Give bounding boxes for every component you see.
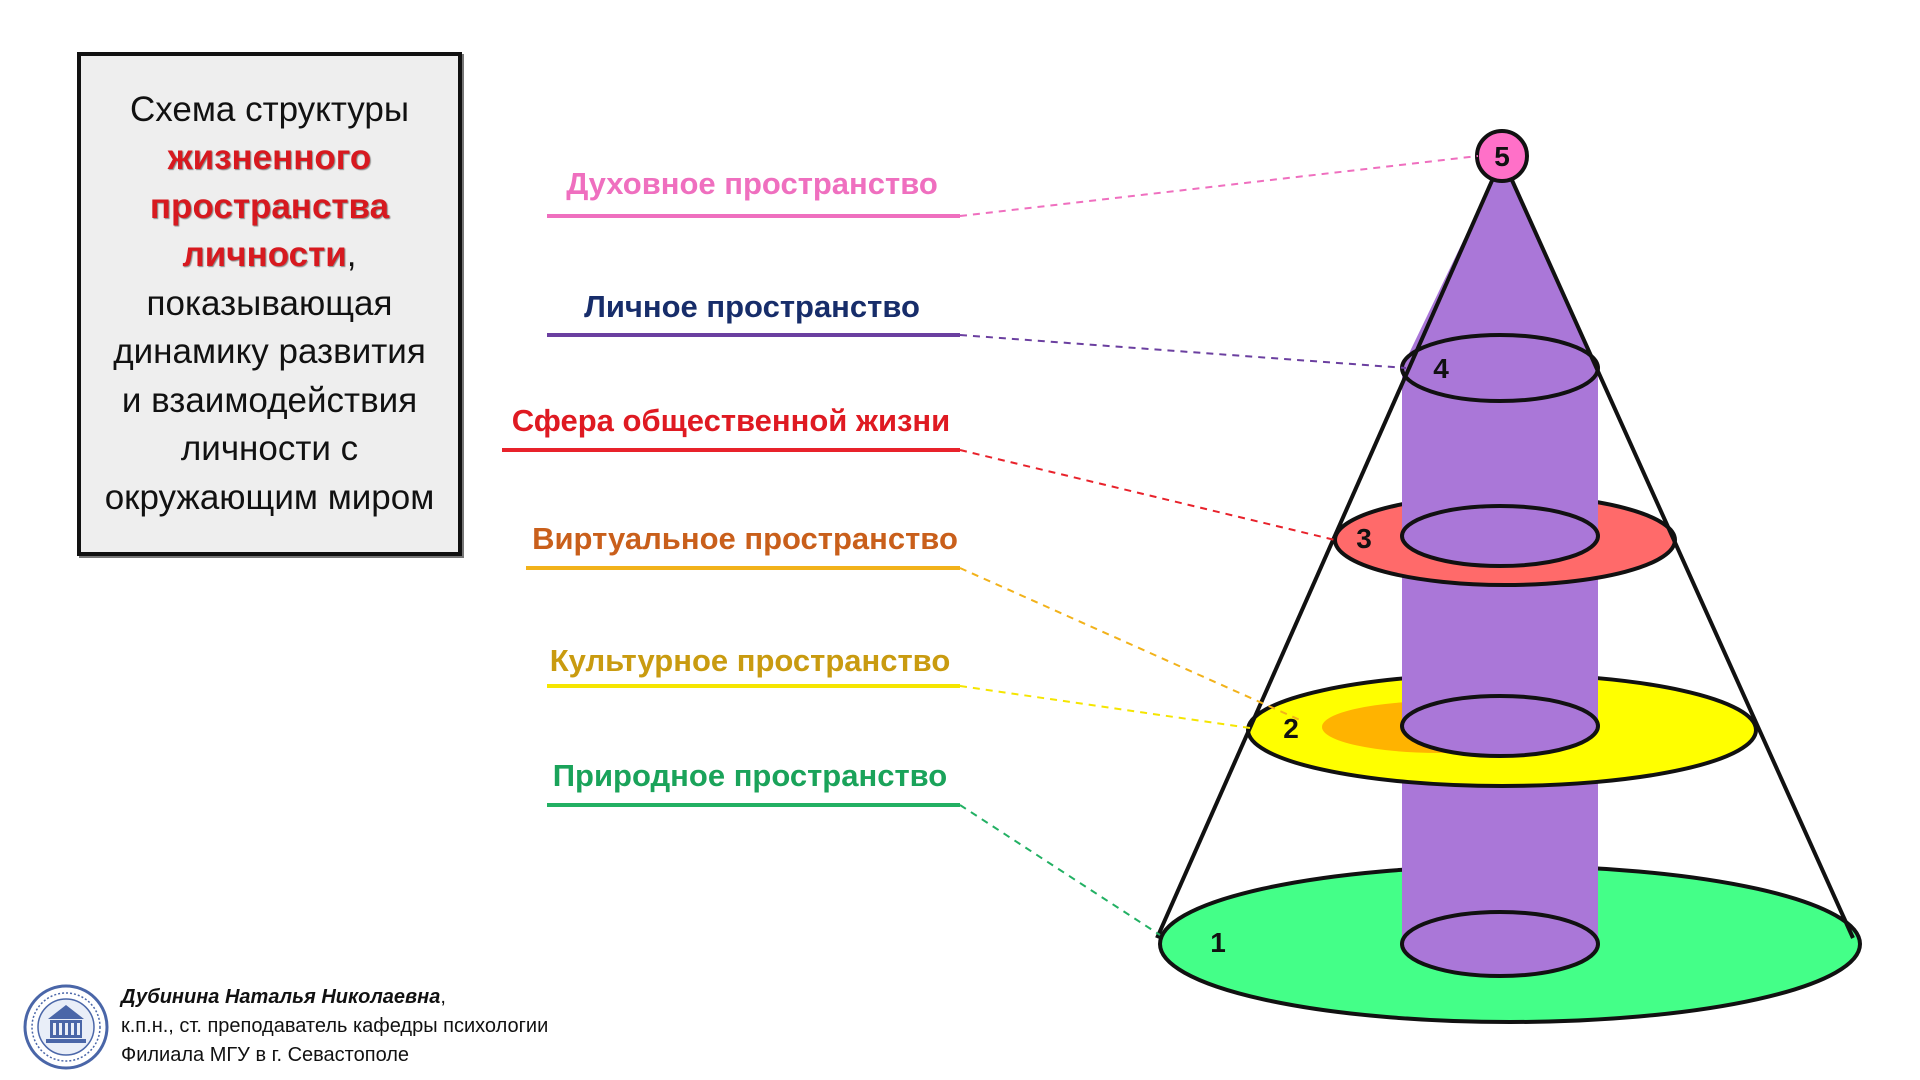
label-cultural: Культурное пространство (550, 643, 951, 678)
title-highlight: жизненного пространства личности (149, 138, 390, 275)
cone-tip (1402, 160, 1598, 368)
number-1: 1 (1210, 927, 1226, 958)
connector-2 (959, 685, 1251, 729)
title-text: Схема структуры жизненного пространства … (99, 86, 440, 523)
label-natural: Природное пространство (553, 758, 947, 793)
cone-left-edge (1155, 157, 1504, 939)
connector-3 (959, 449, 1336, 541)
connector-4 (959, 334, 1407, 369)
author-block: Дубинина Наталья Николаевна, к.п.н., ст.… (121, 983, 548, 1070)
cone-right-edge (1500, 157, 1855, 939)
label-virtual: Виртуальное пространство (532, 521, 958, 556)
author-name: Дубинина Наталья Николаевна (121, 986, 441, 1008)
label-personal: Личное пространство (584, 289, 920, 324)
author-name-comma: , (440, 986, 446, 1008)
connector-1 (959, 804, 1161, 936)
cylinder-bottom-cap (1400, 910, 1600, 978)
cylinder-middle-cap (1400, 694, 1600, 758)
label-spiritual: Духовное пространство (566, 166, 938, 201)
author-affiliation: Филиала МГУ в г. Севастополе (121, 1044, 410, 1066)
label-social: Сфера общественной жизни (512, 403, 950, 438)
title-box: Схема структуры жизненного пространства … (77, 52, 462, 556)
title-part2: , показывающая динамику развития и взаим… (104, 235, 435, 517)
number-3: 3 (1356, 523, 1372, 554)
connector-virtual (959, 567, 1301, 721)
author-position: к.п.н., ст. преподаватель кафедры психол… (121, 1015, 549, 1037)
number-5: 5 (1494, 141, 1510, 172)
personal-ring (1400, 333, 1600, 403)
connector-5 (959, 155, 1479, 217)
number-2: 2 (1283, 713, 1299, 744)
number-4: 4 (1433, 353, 1449, 384)
cylinder-top-lower-cap (1400, 504, 1600, 568)
title-part1: Схема структуры (129, 89, 410, 129)
university-emblem-icon (23, 984, 109, 1070)
